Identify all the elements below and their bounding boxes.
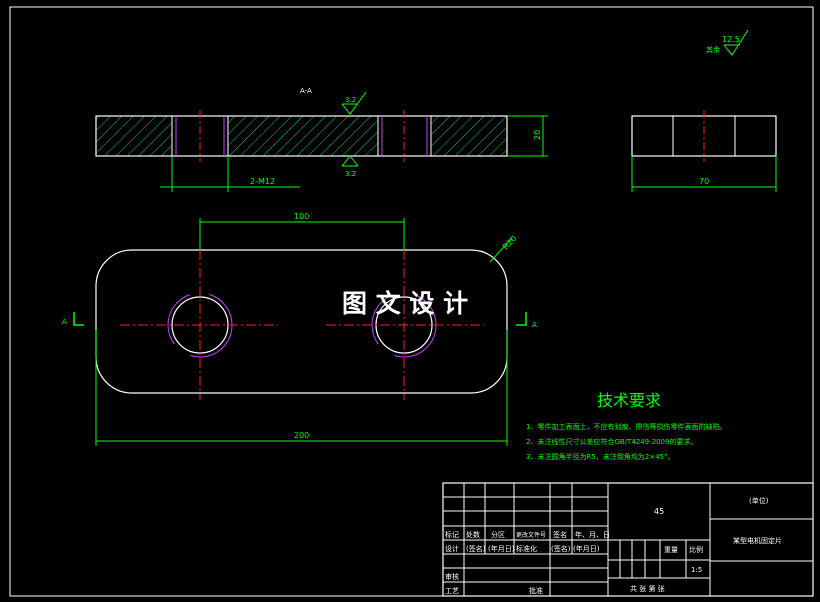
- overall-length-dimension: 200: [95, 330, 508, 446]
- tb-h-zone: 分区: [491, 530, 505, 539]
- tb-review: 审核: [445, 572, 459, 581]
- tb-design-sign: (签名): [466, 544, 486, 553]
- tb-weight: 重量: [664, 546, 678, 554]
- thickness-value: 20: [533, 130, 542, 140]
- title-block-text: 标记 处数 分区 更改文件号 签名 年、月、日 设计 (签名) (年月日) 标准…: [445, 496, 782, 595]
- top-roughness-value: 3.2: [345, 96, 356, 104]
- tb-design-date: (年月日): [488, 544, 515, 553]
- tb-h-date: 年、月、日: [575, 530, 610, 539]
- tb-sheets: 共 张 第 张: [630, 584, 665, 593]
- side-view: [631, 110, 777, 162]
- overall-length-value: 200: [294, 431, 309, 440]
- tech-item-1: 1、零件加工表面上，不应有划痕、擦伤等损伤零件表面的缺陷。: [526, 422, 726, 431]
- section-mark-right: A: [516, 312, 537, 329]
- tb-design: 设计: [445, 544, 459, 553]
- tb-std-sign: (签名): [551, 544, 571, 553]
- plan-view: [95, 249, 508, 400]
- corner-radius-value: R20: [501, 234, 519, 252]
- title-block: [442, 482, 814, 597]
- tb-material: 45: [654, 507, 664, 516]
- tb-h-count: 处数: [466, 530, 480, 539]
- tech-requirements: 技术要求 1、零件加工表面上，不应有划痕、擦伤等损伤零件表面的缺陷。 2、未注线…: [526, 391, 726, 461]
- section-label: A-A: [300, 87, 312, 95]
- tb-scale-label: 比例: [689, 545, 703, 554]
- section-mark-left-label: A: [62, 318, 67, 326]
- tb-h-mark: 标记: [445, 530, 459, 539]
- bottom-roughness-symbol: 3.2: [341, 155, 359, 178]
- drawing-frame: [9, 6, 814, 597]
- bottom-roughness-value: 3.2: [345, 170, 356, 178]
- tb-process: 工艺: [445, 587, 459, 595]
- general-roughness-note: 其余: [706, 45, 720, 54]
- thickness-dimension: 20: [507, 115, 548, 157]
- section-mark-left: A: [62, 312, 84, 326]
- side-width-value: 70: [699, 177, 709, 186]
- side-width-dimension: 70: [631, 156, 777, 192]
- tech-item-3: 3、未注圆角半径为R5，未注倒角均为2×45°。: [526, 452, 675, 461]
- hole-spacing-value: 100: [294, 212, 309, 221]
- tb-school: (单位): [749, 496, 769, 505]
- general-roughness-symbol: 12.5 其余: [706, 29, 749, 56]
- tb-part-name: 某型电机固定片: [733, 536, 782, 545]
- tb-h-doc: 更改文件号: [516, 531, 546, 539]
- thread-dimension: 2-M12: [160, 156, 300, 192]
- tb-std-date: (年月日): [573, 544, 600, 553]
- thread-value: 2-M12: [250, 177, 275, 186]
- tb-scale: 1:5: [691, 566, 702, 574]
- tech-item-2: 2、未注线性尺寸公差应符合GB/T4249-2009的要求。: [526, 437, 697, 446]
- hole-spacing-dimension: 100: [199, 212, 405, 250]
- corner-radius-dimension: R20: [489, 234, 519, 263]
- general-roughness-value: 12.5: [722, 35, 740, 44]
- tb-h-sign: 签名: [553, 530, 567, 539]
- section-view: [95, 110, 508, 162]
- section-mark-right-label: A: [532, 321, 537, 329]
- tech-title: 技术要求: [597, 391, 661, 410]
- tb-std: 标准化: [516, 544, 537, 553]
- tb-approve: 批准: [529, 586, 543, 595]
- top-roughness-symbol: 3.2: [341, 91, 367, 115]
- watermark: 图 文 设 计: [342, 289, 468, 318]
